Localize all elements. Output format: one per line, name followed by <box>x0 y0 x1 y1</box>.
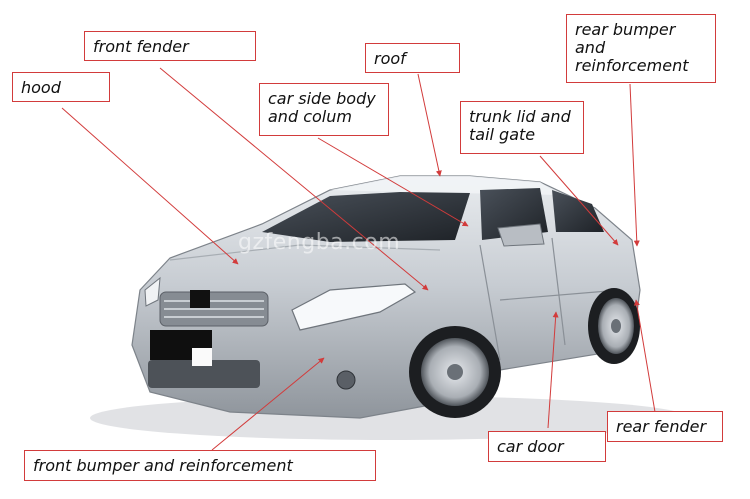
callout-line-trunk-lid <box>539 155 619 246</box>
label-hood: hood <box>12 72 110 102</box>
hood-crease <box>169 244 441 261</box>
watermark-text: gzfengba.com <box>238 230 401 255</box>
callout-line-front-fender <box>159 67 429 291</box>
rear-side-window <box>552 190 604 232</box>
callout-line-car-door <box>547 311 559 429</box>
callout-line-front-bumper <box>211 357 325 451</box>
headlight-left <box>144 276 161 307</box>
label-trunk-lid: trunk lid and tail gate <box>460 101 584 154</box>
lower-grille <box>148 360 260 388</box>
fog-light <box>336 370 356 390</box>
callout-lines <box>61 67 656 451</box>
label-front-bumper: front bumper and reinforcement <box>24 450 376 481</box>
headlight <box>291 283 417 331</box>
label-rear-bumper: rear bumper and reinforcement <box>566 14 716 83</box>
side-mirror <box>497 223 545 247</box>
grille-bars <box>164 300 264 318</box>
license-plate-blur-2 <box>192 348 212 366</box>
callout-line-rear-fender <box>633 299 656 413</box>
door-seams <box>479 237 621 361</box>
label-side-body: car side body and colum <box>259 83 389 136</box>
callout-line-side-body <box>317 137 469 227</box>
rear-hub <box>611 319 621 333</box>
windshield <box>262 192 470 242</box>
callout-line-rear-bumper <box>629 83 640 247</box>
label-roof: roof <box>365 43 460 73</box>
label-front-fender: front fender <box>84 31 256 61</box>
front-hub <box>447 364 463 380</box>
callout-line-roof <box>417 73 442 177</box>
logo-blur <box>190 290 210 308</box>
label-car-door: car door <box>488 431 606 462</box>
callout-line-hood <box>61 107 239 265</box>
label-rear-fender: rear fender <box>607 411 723 442</box>
